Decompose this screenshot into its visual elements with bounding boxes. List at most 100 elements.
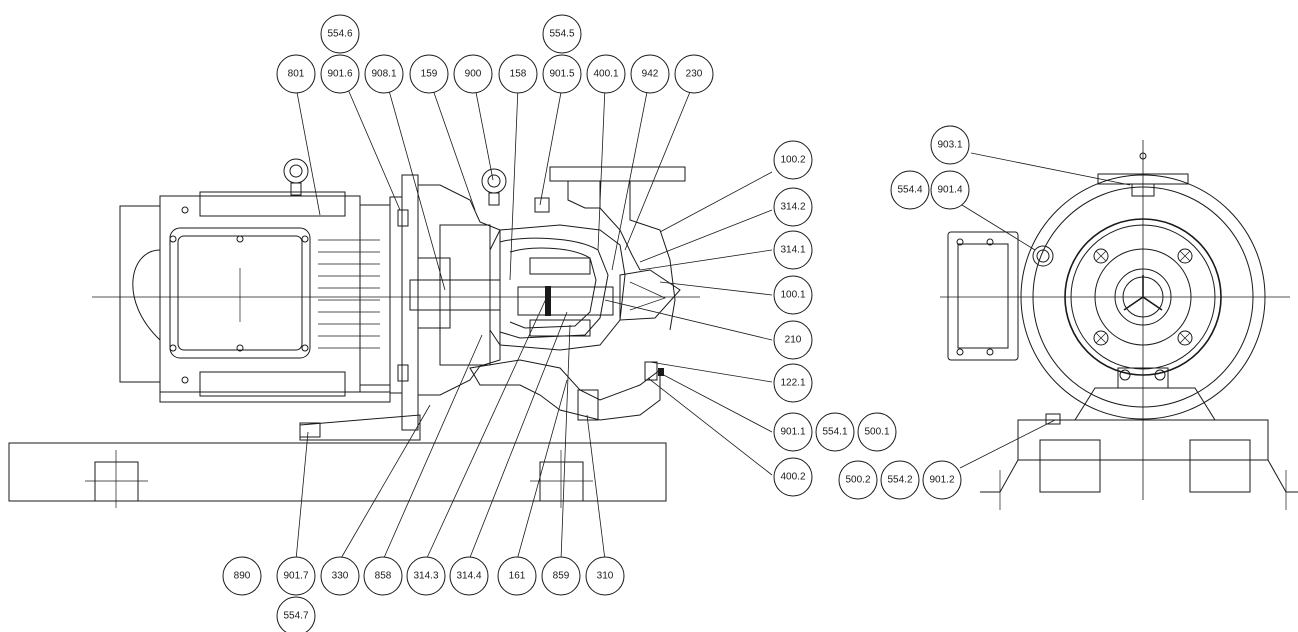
callout-bubble [222, 556, 262, 596]
callout-330: 330 [320, 556, 360, 596]
callout-label: 554.6 [327, 29, 352, 40]
callout-bubble [930, 125, 970, 165]
callout-label: 500.1 [864, 427, 889, 438]
callout-label: 314.3 [413, 571, 438, 582]
callout-bubble [541, 556, 581, 596]
callout-label: 230 [686, 69, 703, 80]
callout-bubble [815, 412, 855, 452]
callout-bubble [586, 54, 626, 94]
callout-bubble [406, 556, 446, 596]
callout-bubble [773, 275, 813, 315]
callout-bubble [773, 412, 813, 452]
callout-100-1: 100.1 [773, 275, 813, 315]
callout-bubble [838, 460, 878, 500]
callout-314-1: 314.1 [773, 230, 813, 270]
callout-500-2: 500.2 [838, 460, 878, 500]
callout-bubble [674, 54, 714, 94]
callout-314-2: 314.2 [773, 187, 813, 227]
callout-314-4: 314.4 [449, 556, 489, 596]
callout-554-1: 554.1 [815, 412, 855, 452]
callout-500-1: 500.1 [857, 412, 897, 452]
callout-label: 310 [597, 571, 614, 582]
callout-bubble [320, 556, 360, 596]
callout-bubble [773, 140, 813, 180]
callout-bubble [630, 54, 670, 94]
callout-label: 859 [553, 571, 570, 582]
callout-bubble [585, 556, 625, 596]
callout-label: 890 [234, 571, 251, 582]
callout-159: 159 [409, 54, 449, 94]
callout-label: 210 [785, 335, 802, 346]
callout-801: 801 [276, 54, 316, 94]
motor [119, 158, 391, 403]
callout-label: 554.2 [887, 475, 912, 486]
callout-bubble [497, 556, 537, 596]
callout-890: 890 [222, 556, 262, 596]
callout-label: 122.1 [780, 378, 805, 389]
callout-bubble [453, 54, 493, 94]
callout-554-6: 554.6 [320, 14, 360, 54]
callout-bubble [773, 320, 813, 360]
callout-bubble [773, 363, 813, 403]
callout-230: 230 [674, 54, 714, 94]
callout-901-7: 901.7 [276, 556, 316, 596]
callout-bubble [363, 556, 403, 596]
callout-label: 554.7 [283, 611, 308, 622]
callout-bubble [409, 54, 449, 94]
callout-bubble [857, 412, 897, 452]
callout-label: 801 [288, 69, 305, 80]
pump-casing [397, 166, 686, 421]
callout-bubble [276, 54, 316, 94]
callout-bubble [773, 230, 813, 270]
callout-bubble [320, 54, 360, 94]
callout-label: 400.2 [780, 472, 805, 483]
callout-901-6: 901.6 [320, 54, 360, 94]
callout-label: 314.2 [780, 202, 805, 213]
callout-bubble [773, 187, 813, 227]
callout-158: 158 [498, 54, 538, 94]
callout-400-2: 400.2 [773, 457, 813, 497]
callout-903-1: 903.1 [930, 125, 970, 165]
callout-210: 210 [773, 320, 813, 360]
callout-label: 942 [642, 69, 659, 80]
callout-bubble [320, 14, 360, 54]
callout-901-2: 901.2 [922, 460, 962, 500]
callout-161: 161 [497, 556, 537, 596]
front-view [940, 140, 1298, 510]
callout-label: 314.4 [456, 571, 481, 582]
callout-label: 330 [332, 571, 349, 582]
callout-554-4: 554.4 [890, 170, 930, 210]
callout-bubble [449, 556, 489, 596]
callout-label: 901.5 [549, 69, 574, 80]
callout-100-2: 100.2 [773, 140, 813, 180]
callout-554-2: 554.2 [880, 460, 920, 500]
callout-bubble [364, 54, 404, 94]
callout-900: 900 [453, 54, 493, 94]
callout-label: 901.6 [327, 69, 352, 80]
callout-label: 554.1 [822, 427, 847, 438]
callout-label: 554.4 [897, 185, 922, 196]
side-view [8, 158, 700, 508]
callout-859: 859 [541, 556, 581, 596]
callout-bubble [276, 556, 316, 596]
callout-label: 901.1 [780, 427, 805, 438]
callout-901-4: 901.4 [930, 170, 970, 210]
callout-label: 901.7 [283, 571, 308, 582]
callout-122-1: 122.1 [773, 363, 813, 403]
callout-label: 901.2 [929, 475, 954, 486]
callout-942: 942 [630, 54, 670, 94]
callout-label: 159 [421, 69, 438, 80]
callout-label: 554.5 [549, 29, 574, 40]
callout-bubble [773, 457, 813, 497]
callout-label: 901.4 [937, 185, 962, 196]
callout-554-5: 554.5 [542, 14, 582, 54]
callout-908-1: 908.1 [364, 54, 404, 94]
callout-label: 100.2 [780, 155, 805, 166]
bracket [299, 174, 501, 441]
callout-314-3: 314.3 [406, 556, 446, 596]
callout-554-7: 554.7 [276, 596, 316, 632]
callout-901-5: 901.5 [542, 54, 582, 94]
leader-lines [295, 86, 1131, 561]
callout-bubble [930, 170, 970, 210]
